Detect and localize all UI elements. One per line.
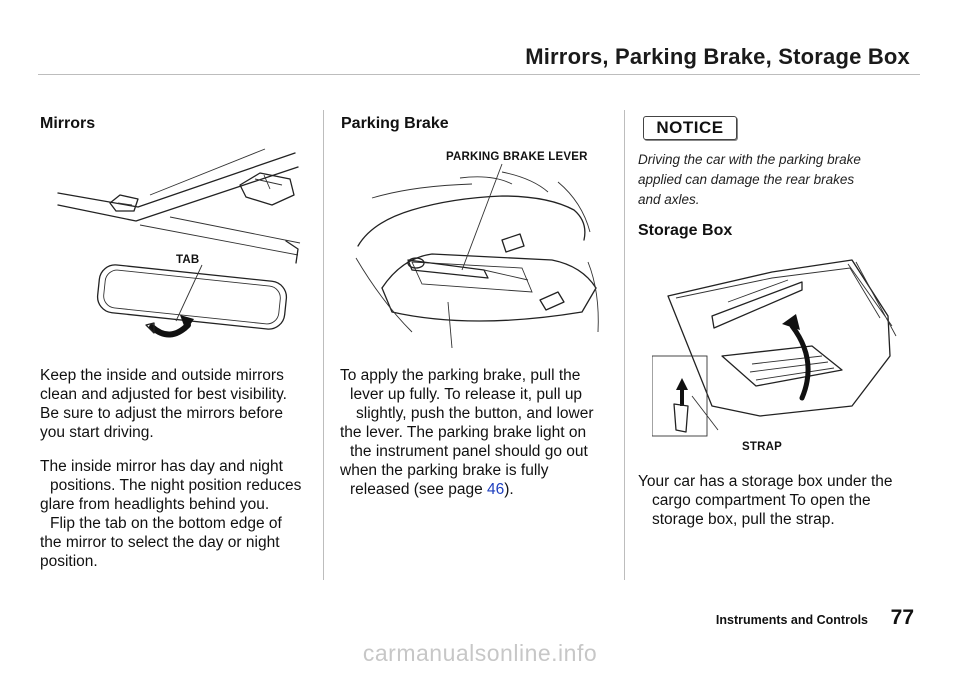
text-line: you start driving. bbox=[40, 424, 154, 441]
parking-brake-lever-label: PARKING BRAKE LEVER bbox=[446, 151, 588, 163]
text-fragment: ). bbox=[504, 481, 514, 498]
page-number: 77 bbox=[890, 606, 914, 629]
storage-box-illustration bbox=[652, 259, 897, 437]
mirrors-heading: Mirrors bbox=[40, 115, 96, 132]
text-line: lever up fully. To release it, pull up bbox=[350, 386, 583, 403]
footer-section-label: Instruments and Controls bbox=[715, 613, 868, 627]
parking-brake-paragraph: To apply the parking brake, pull the lev… bbox=[340, 366, 594, 499]
storage-box-paragraph: Your car has a storage box under the car… bbox=[638, 472, 893, 529]
parking-brake-heading: Parking Brake bbox=[341, 115, 449, 132]
title-divider bbox=[38, 74, 920, 75]
storage-strap-label: STRAP bbox=[742, 441, 782, 453]
text-line: applied can damage the rear brakes bbox=[638, 172, 855, 187]
text-line: and axles. bbox=[638, 192, 700, 207]
text-line: the mirror to select the day or night bbox=[40, 534, 280, 551]
text-line: Driving the car with the parking brake bbox=[638, 152, 861, 167]
text-line: To apply the parking brake, pull the bbox=[340, 367, 581, 384]
text-line: the lever. The parking brake light on bbox=[340, 424, 587, 441]
parking-brake-illustration bbox=[355, 163, 599, 349]
mirror-illustration bbox=[57, 148, 301, 338]
text-line: Keep the inside and outside mirrors bbox=[40, 367, 284, 384]
notice-badge: NOTICE bbox=[643, 116, 737, 140]
mirrors-paragraph-1: Keep the inside and outside mirrors clea… bbox=[40, 366, 287, 442]
text-line: positions. The night position reduces bbox=[50, 477, 302, 494]
storage-box-heading: Storage Box bbox=[638, 222, 733, 239]
text-line: position. bbox=[40, 553, 98, 570]
page-reference-link[interactable]: 46 bbox=[487, 481, 505, 498]
mirror-tab-label: TAB bbox=[176, 254, 200, 266]
text-line: glare from headlights behind you. bbox=[40, 496, 270, 513]
text-line: Your car has a storage box under the bbox=[638, 473, 893, 490]
text-line: Flip the tab on the bottom edge of bbox=[50, 515, 282, 532]
text-line: Be sure to adjust the mirrors before bbox=[40, 405, 283, 422]
text-line: released (see page 46). bbox=[340, 480, 594, 499]
text-line: cargo compartment To open the bbox=[652, 492, 871, 509]
watermark: carmanualsonline.info bbox=[362, 640, 598, 666]
text-line: clean and adjusted for best visibility. bbox=[40, 386, 287, 403]
notice-text: Driving the car with the parking brake a… bbox=[638, 150, 861, 210]
text-line: storage box, pull the strap. bbox=[652, 511, 835, 528]
text-line: the instrument panel should go out bbox=[350, 443, 588, 460]
page-title: Mirrors, Parking Brake, Storage Box bbox=[525, 44, 910, 69]
text-line: The inside mirror has day and night bbox=[40, 458, 283, 475]
text-fragment: released (see page bbox=[350, 481, 488, 498]
text-line: when the parking brake is fully bbox=[340, 462, 549, 479]
column-divider-right bbox=[624, 110, 625, 580]
text-line: slightly, push the button, and lower bbox=[356, 405, 594, 422]
mirrors-paragraph-2: The inside mirror has day and night posi… bbox=[40, 457, 301, 571]
column-divider-left bbox=[323, 110, 324, 580]
